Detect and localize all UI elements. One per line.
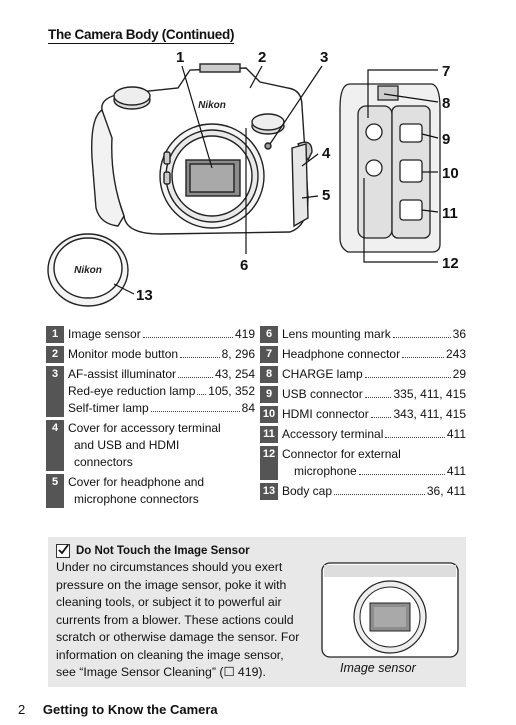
part-page: 335, 411, 415 [393, 387, 466, 401]
caution-body: Under no circumstances should you exert … [56, 559, 324, 682]
part-label: Lens mounting mark [282, 327, 391, 341]
parts-column-left: 1 Image sensor 419 2 Monitor mode button 8… [46, 326, 255, 511]
part-label: Headphone connector [282, 347, 401, 361]
callout-5: 5 [322, 187, 330, 204]
caution-heading-text: Do Not Touch the Image Sensor [76, 545, 250, 557]
part-page: 29 [452, 367, 466, 381]
caution-line: Under no circumstances should you exert [56, 560, 283, 574]
parts-column-right: 6 Lens mounting mark 36 7 Headphone conne… [260, 326, 466, 503]
caution-heading: Do Not Touch the Image Sensor [56, 544, 250, 558]
image-sensor-thumbnail [321, 562, 459, 658]
callout-10: 10 [442, 165, 459, 182]
part-label: Cover for headphone and [68, 475, 205, 489]
part-page: 411 [446, 427, 466, 441]
part-row-3: 3 AF-assist illuminator 43, 254 Red-eye r… [46, 366, 255, 417]
part-number: 4 [46, 420, 64, 471]
part-row-12: 12 Connector for external microphone 411 [260, 446, 466, 480]
part-row-11: 11 Accessory terminal 411 [260, 426, 466, 443]
part-label: Image sensor [68, 327, 141, 341]
checkmark-icon [56, 544, 70, 558]
caution-line: cleaning tools, or subject it to powerfu… [56, 595, 282, 609]
callout-8: 8 [442, 95, 450, 112]
callout-7: 7 [442, 63, 450, 80]
page-number: 2 [18, 702, 26, 717]
section-name: Getting to Know the Camera [42, 702, 218, 717]
body-cap-drawing [47, 233, 129, 307]
part-label: microphone connectors [74, 492, 199, 506]
part-number: 7 [260, 346, 278, 363]
part-row-9: 9 USB connector 335, 411, 415 [260, 386, 466, 403]
part-page: 36 [452, 327, 466, 341]
part-row-5: 5 Cover for headphone and microphone con… [46, 474, 255, 508]
callout-13: 13 [136, 287, 153, 304]
part-number: 6 [260, 326, 278, 343]
part-number: 2 [46, 346, 64, 363]
part-label: connectors [74, 455, 133, 469]
callout-12: 12 [442, 255, 459, 272]
callout-9: 9 [442, 131, 450, 148]
callout-11: 11 [442, 205, 458, 222]
camera-brand-text: Nikon [198, 100, 226, 111]
leader-lines [113, 65, 439, 295]
callout-numbers: 1 2 3 4 5 6 7 8 9 10 11 12 13 [136, 49, 459, 304]
part-page: 8, 296 [221, 347, 255, 361]
part-number: 1 [46, 326, 64, 343]
part-label: Body cap [282, 484, 333, 498]
callout-4: 4 [322, 145, 331, 162]
thumbnail-caption: Image sensor [340, 661, 416, 675]
caution-line: information on cleaning the image sensor… [56, 647, 284, 662]
caution-line: currents from a blower. These actions co… [56, 612, 294, 627]
body-cap-text: Nikon [74, 265, 102, 276]
part-page: 243 [445, 347, 466, 361]
camera-body-drawing [91, 63, 313, 235]
part-row-2: 2 Monitor mode button 8, 296 [46, 346, 255, 363]
part-label: Accessory terminal [282, 427, 384, 441]
part-label: CHARGE lamp [282, 367, 363, 381]
part-page: 84 [241, 401, 255, 415]
page-title: The Camera Body (Continued) [48, 27, 235, 44]
part-number: 3 [46, 366, 64, 417]
part-label: Red-eye reduction lamp [68, 384, 196, 398]
part-label: AF-assist illuminator [68, 367, 177, 381]
part-row-6: 6 Lens mounting mark 36 [260, 326, 466, 343]
part-label: HDMI connector [282, 407, 369, 421]
callout-1: 1 [176, 49, 184, 66]
part-number: 8 [260, 366, 278, 383]
caution-line: scratch or otherwise damage the sensor. … [56, 630, 300, 644]
part-page: 411 [446, 464, 466, 478]
part-number: 12 [260, 446, 278, 480]
part-page: 36, 411 [426, 484, 466, 498]
part-label: Connector for external [282, 447, 401, 461]
caution-line: see “Image Sensor Cleaning” (☐ 419). [56, 665, 266, 679]
part-page: 343, 411, 415 [393, 407, 466, 421]
part-row-1: 1 Image sensor 419 [46, 326, 255, 343]
part-row-10: 10 HDMI connector 343, 411, 415 [260, 406, 466, 423]
part-label: Monitor mode button [68, 347, 179, 361]
part-row-13: 13 Body cap 36, 411 [260, 483, 466, 500]
camera-illustration: Nikon Nikon 1 2 3 4 5 [47, 49, 459, 307]
part-number: 10 [260, 406, 278, 423]
part-label: Self-timer lamp [68, 401, 149, 415]
part-label: and USB and HDMI [74, 438, 180, 452]
caution-box: Do Not Touch the Image Sensor Under no c… [48, 537, 466, 687]
callout-3: 3 [320, 49, 328, 66]
part-row-4: 4 Cover for accessory terminal and USB a… [46, 420, 255, 471]
part-label: microphone [294, 464, 357, 478]
part-label: USB connector [282, 387, 363, 401]
part-row-7: 7 Headphone connector 243 [260, 346, 466, 363]
caution-line: pressure on the image sensor, poke it wi… [56, 577, 287, 592]
part-page: 43, 254 [214, 367, 255, 381]
part-number: 5 [46, 474, 64, 508]
part-number: 11 [260, 426, 278, 443]
part-label: Cover for accessory terminal [68, 421, 221, 435]
callout-6: 6 [240, 257, 248, 274]
callout-2: 2 [258, 49, 266, 66]
part-number: 13 [260, 483, 278, 500]
page-footer: 2 Getting to Know the Camera [18, 702, 218, 717]
part-page: 105, 352 [208, 384, 255, 398]
part-row-8: 8 CHARGE lamp 29 [260, 366, 466, 383]
camera-side-view [339, 83, 441, 253]
part-page: 419 [234, 327, 255, 341]
part-number: 9 [260, 386, 278, 403]
